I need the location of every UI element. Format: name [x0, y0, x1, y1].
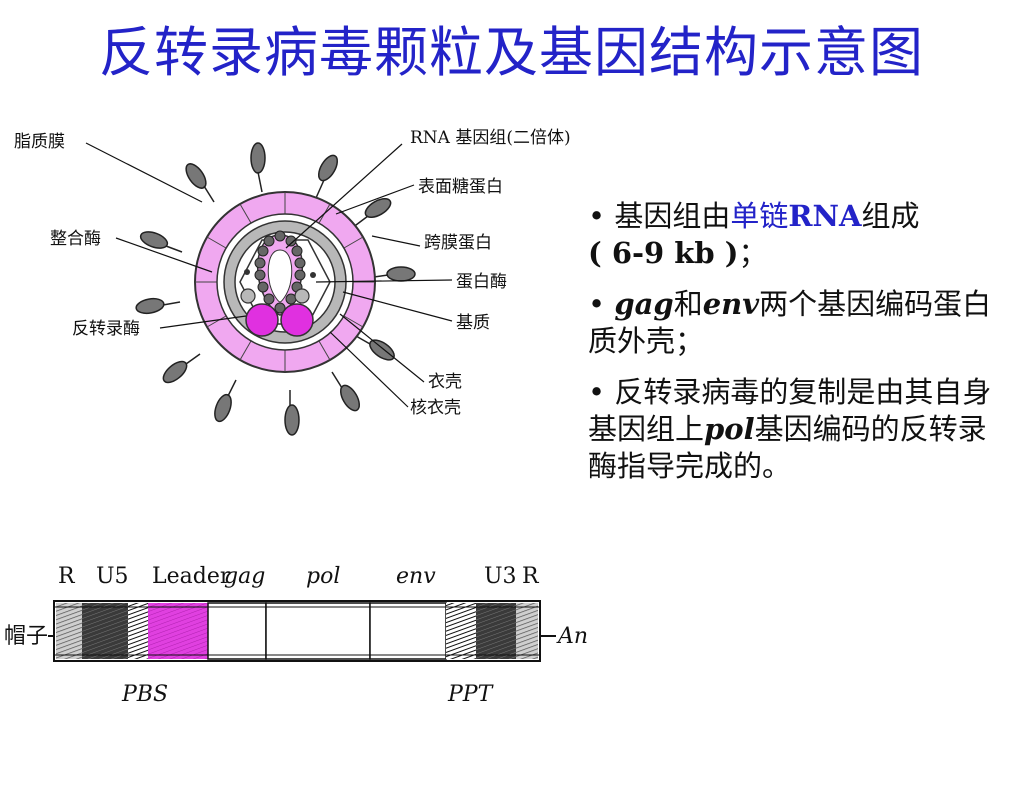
segment-gag — [207, 602, 267, 660]
label-capsid: 衣壳 — [428, 372, 462, 392]
leader-lines — [85, 142, 453, 408]
label-transmembrane-protein: 跨膜蛋白 — [424, 233, 492, 253]
label-matrix: 基质 — [456, 313, 490, 333]
segment-u3 — [476, 603, 516, 659]
genome-ppt-label: PPT — [447, 682, 495, 707]
bullet-item-1: • 基因组由单链RNA组成( 6-9 kb )； — [588, 199, 920, 270]
label-reverse-transcriptase: 反转录酶 — [72, 319, 140, 339]
bullet-item-2: • gag和env两个基因编码蛋白质外壳； — [588, 287, 992, 358]
segment-pol — [265, 602, 371, 660]
segment-r-right — [516, 603, 538, 659]
genome-pbs-label: PBS — [121, 682, 168, 707]
rna-beads — [254, 230, 306, 314]
segment-pbs — [128, 603, 148, 659]
bullet-item-3: • 反转录病毒的复制是由其自身基因组上pol基因编码的反转录酶指导完成的。 — [588, 375, 992, 483]
genome-label-gag: gag — [224, 564, 265, 589]
genome-label-r-left: R — [58, 564, 76, 589]
genome-label-u3: U3 — [484, 564, 517, 589]
genome-label-u5: U5 — [96, 564, 129, 589]
segment-env — [369, 602, 447, 660]
page-title: 反转录病毒颗粒及基因结构示意图 — [99, 21, 924, 84]
label-rna-genome: RNA 基因组(二倍体) — [410, 128, 571, 148]
label-protease: 蛋白酶 — [456, 272, 507, 292]
genome-label-leader: Leader — [152, 564, 231, 589]
label-nucleocapsid: 核衣壳 — [410, 398, 461, 418]
reverse-transcriptase-ball — [245, 303, 279, 337]
genome-map: R U5 Leader gag pol env U3 R 帽子 An PBS P… — [4, 564, 588, 707]
genome-cap-label: 帽子 — [4, 624, 48, 649]
segment-u5 — [82, 603, 128, 659]
segment-leader — [148, 603, 208, 659]
genome-label-env: env — [396, 564, 436, 589]
genome-poly-a-label: An — [556, 624, 588, 649]
genome-label-r-right: R — [522, 564, 540, 589]
segment-ppt — [446, 603, 476, 659]
label-integrase: 整合酶 — [50, 229, 101, 249]
virion-diagram: 脂质膜 RNA 基因组(二倍体) 表面糖蛋白 整合酶 跨膜蛋白 蛋白酶 反转录酶… — [14, 128, 571, 436]
label-surface-glycoprotein: 表面糖蛋白 — [418, 177, 503, 197]
segment-r-left — [56, 603, 82, 659]
genome-label-pol: pol — [306, 564, 340, 589]
bullet-list: • 基因组由单链RNA组成( 6-9 kb )； • gag和env两个基因编码… — [588, 198, 1013, 499]
label-lipid-membrane: 脂质膜 — [14, 132, 65, 152]
